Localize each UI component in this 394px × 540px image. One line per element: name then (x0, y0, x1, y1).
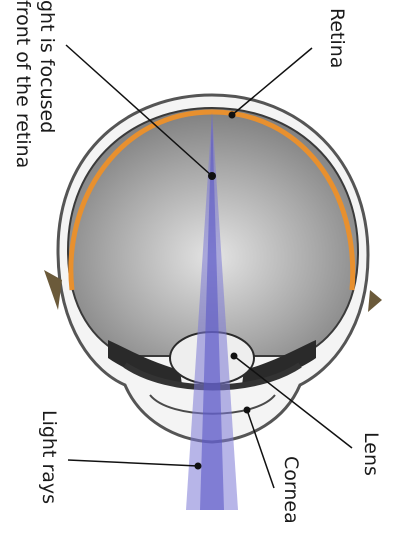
cornea-dot (244, 407, 251, 414)
light-rays-label: Light rays (39, 410, 58, 504)
retina-label: Retina (327, 8, 346, 68)
retina-dot (229, 112, 236, 119)
focus-label-line2: front of the retina (13, 0, 32, 168)
lens-label: Lens (361, 432, 380, 476)
light-rays-leader (68, 460, 198, 466)
focus-label-line1: ght is focused (37, 0, 56, 133)
cornea-label: Cornea (281, 456, 300, 524)
light-rays-dot (195, 463, 202, 470)
lens-dot (231, 353, 238, 360)
eyelid-right (368, 290, 382, 312)
